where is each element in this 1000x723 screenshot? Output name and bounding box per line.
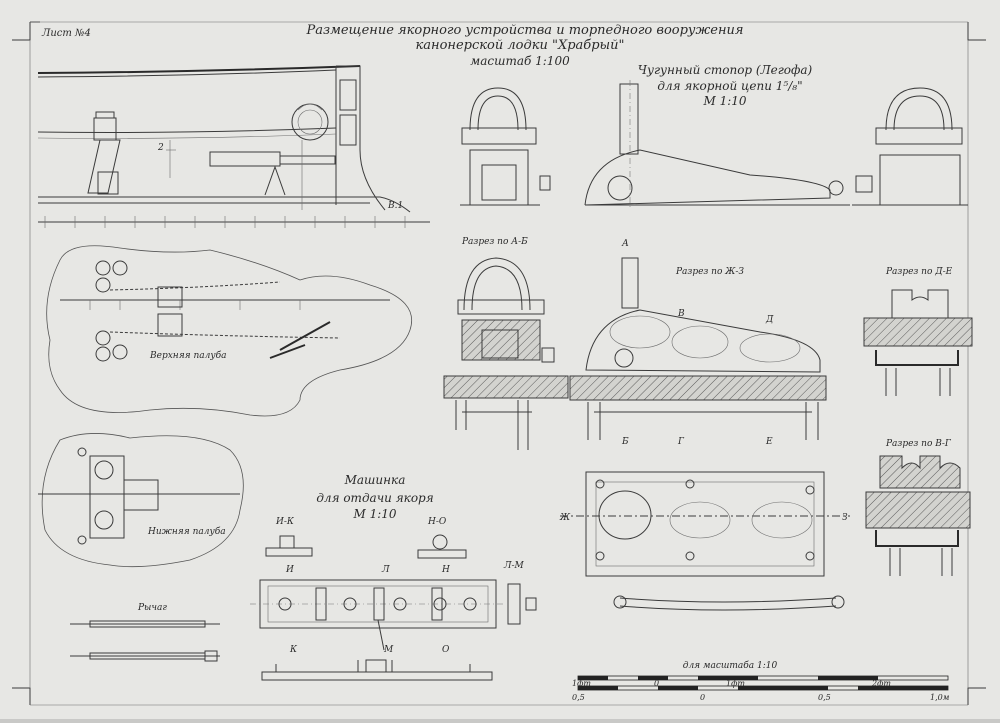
title-block: Лист №4 Размещение якорного устройства и…	[41, 23, 744, 68]
machine-title-line2: для отдачи якоря	[316, 491, 433, 505]
stopper-plan-view: Ж З	[559, 471, 850, 611]
section-vg-label: Разрез по В-Г	[885, 439, 952, 449]
section-g-marker: Г	[677, 437, 685, 447]
scale-top-1: 1фт	[572, 679, 591, 688]
section-b-marker: Б	[621, 437, 629, 447]
section-d-marker: Д	[765, 315, 774, 325]
scale-bottom-4: 1,0м	[930, 693, 950, 702]
machine-title-line1: Машинка	[344, 473, 406, 487]
section-de-label: Разрез по Д-Е	[885, 267, 953, 277]
scale-bottom-2: 0	[700, 693, 705, 702]
stopper-side-view	[584, 80, 850, 210]
marker-n: Н	[441, 565, 450, 575]
section-a-b: Разрез по А-Б	[443, 237, 569, 450]
scale-bar-caption: для масштаба 1:10	[683, 660, 778, 671]
section-a-marker: А	[621, 239, 629, 249]
section-d-e: Разрез по Д-Е	[863, 267, 973, 396]
marker-o: О	[442, 645, 450, 655]
stopper-title-line2: для якорной цепи 1⁵/₈"	[657, 79, 802, 93]
section-no-label: Н-О	[427, 517, 447, 527]
sheet-number: Лист №4	[41, 28, 91, 39]
machine-scale: М 1:10	[352, 507, 396, 521]
height-dim-label: 2	[157, 143, 164, 153]
sheet-title-line2: канонерской лодки "Храбрый"	[416, 38, 625, 53]
marker-l: Л	[381, 565, 390, 575]
stopper-title: Чугунный стопор (Легофа) для якорной цеп…	[638, 63, 813, 108]
stopper-front-view	[460, 87, 551, 206]
section-ab-label: Разрез по А-Б	[461, 237, 528, 247]
section-zh-marker: Ж	[559, 513, 571, 523]
marker-m: М	[383, 645, 394, 655]
lower-deck-plan: Нижняя палуба	[38, 433, 244, 568]
scale-top-4: 2фт	[871, 679, 891, 688]
scale-top-3: 1фт	[726, 679, 745, 688]
section-zhz-label: Разрез по Ж-З	[675, 267, 744, 277]
scale-bottom-1: 0,5	[572, 693, 585, 702]
release-machine: Машинка для отдачи якоря М 1:10 И-К Н-О …	[250, 473, 537, 681]
stopper-end-view	[852, 87, 968, 206]
section-lm-label: Л-М	[503, 561, 525, 571]
section-e-marker: Е	[765, 437, 773, 447]
section-z-marker: З	[842, 513, 848, 523]
scale-bar: для масштаба 1:10 1фт 0 1фт 2фт 0,5 0 0,…	[572, 660, 950, 702]
lever-drawing: Рычаг	[70, 603, 220, 662]
section-v-marker: В	[677, 309, 685, 319]
lower-deck-label: Нижняя палуба	[147, 526, 226, 537]
marker-k: К	[289, 645, 298, 655]
upper-deck-plan: Верхняя палуба	[46, 245, 412, 417]
section-zh-z: А Разрез по Ж-З В Д Б Г Е	[569, 239, 827, 447]
section-ik-label: И-К	[275, 517, 295, 527]
bow-side-elevation: 2 В.1	[37, 65, 430, 228]
upper-deck-label: Верхняя палуба	[149, 350, 226, 361]
section-v-g: Разрез по В-Г	[865, 439, 971, 576]
waterline-label: В.1	[387, 201, 403, 211]
scale-top-2: 0	[654, 679, 659, 688]
corner-marks	[12, 21, 986, 706]
sheet-scale: масштаб 1:100	[470, 54, 570, 68]
lever-label: Рычаг	[137, 603, 167, 613]
stopper-title-line1: Чугунный стопор (Легофа)	[638, 63, 813, 77]
scale-bottom-3: 0,5	[818, 693, 831, 702]
marker-i: И	[285, 565, 294, 575]
stopper-scale: М 1:10	[702, 94, 746, 108]
sheet-title-line1: Размещение якорного устройства и торпедн…	[306, 23, 744, 38]
